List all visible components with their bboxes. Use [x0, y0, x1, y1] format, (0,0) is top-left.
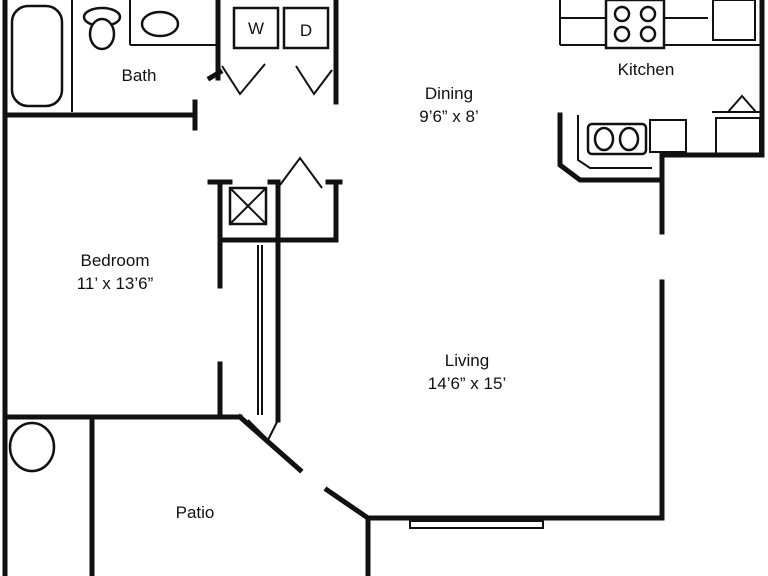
cooktop: [604, 0, 666, 50]
door-swing-laundry-left: [221, 63, 266, 96]
burner-4: [639, 25, 657, 43]
door-swing-pantry: [727, 94, 757, 113]
dining-size: 9’6” x 8’: [419, 107, 479, 126]
burner-3: [613, 25, 631, 43]
utility-box-x2: [229, 187, 267, 225]
bathtub: [10, 4, 64, 108]
burner-1: [613, 5, 631, 23]
fixtures: W D: [8, 0, 666, 473]
wall-diagonal-upper: [236, 413, 304, 474]
pantry-box: [715, 117, 761, 155]
dryer-label: D: [300, 21, 312, 40]
living-size: 14’6” x 15’: [428, 374, 506, 393]
kitchen-label: Kitchen: [618, 60, 675, 79]
wall-diagonal-lower: [323, 486, 372, 522]
burner-2: [639, 5, 657, 23]
patio-label: Patio: [176, 503, 215, 522]
dishwasher: [649, 119, 687, 153]
washer-label: W: [248, 19, 264, 38]
room-labels: Bath Dining 9’6” x 8’ Kitchen Bedroom 11…: [77, 60, 675, 522]
refrigerator: [712, 0, 756, 41]
thin-details: [71, 0, 762, 529]
bath-label: Bath: [122, 66, 157, 85]
window-living: [409, 520, 544, 529]
door-swing-hall: [247, 419, 279, 442]
living-label: Living: [445, 351, 489, 370]
wall-bath-right-tick: [206, 68, 224, 82]
bedroom-label: Bedroom: [81, 251, 150, 270]
door-swing-closet: [279, 156, 323, 189]
dining-label: Dining: [425, 84, 473, 103]
kitchen-counter-lower: [577, 115, 652, 169]
toilet-bowl: [88, 17, 116, 51]
kitchen-sink-basin-left: [593, 126, 615, 152]
kitchen-peninsula-wall: [557, 112, 665, 183]
bedroom-size: 11’ x 13’6”: [77, 274, 154, 293]
patio-circle: [8, 421, 56, 473]
washer: [232, 6, 280, 50]
kitchen-sink-basin-right: [618, 126, 640, 152]
dryer: [282, 6, 330, 50]
bath-sink: [140, 10, 180, 38]
door-swing-laundry-right: [295, 65, 333, 96]
